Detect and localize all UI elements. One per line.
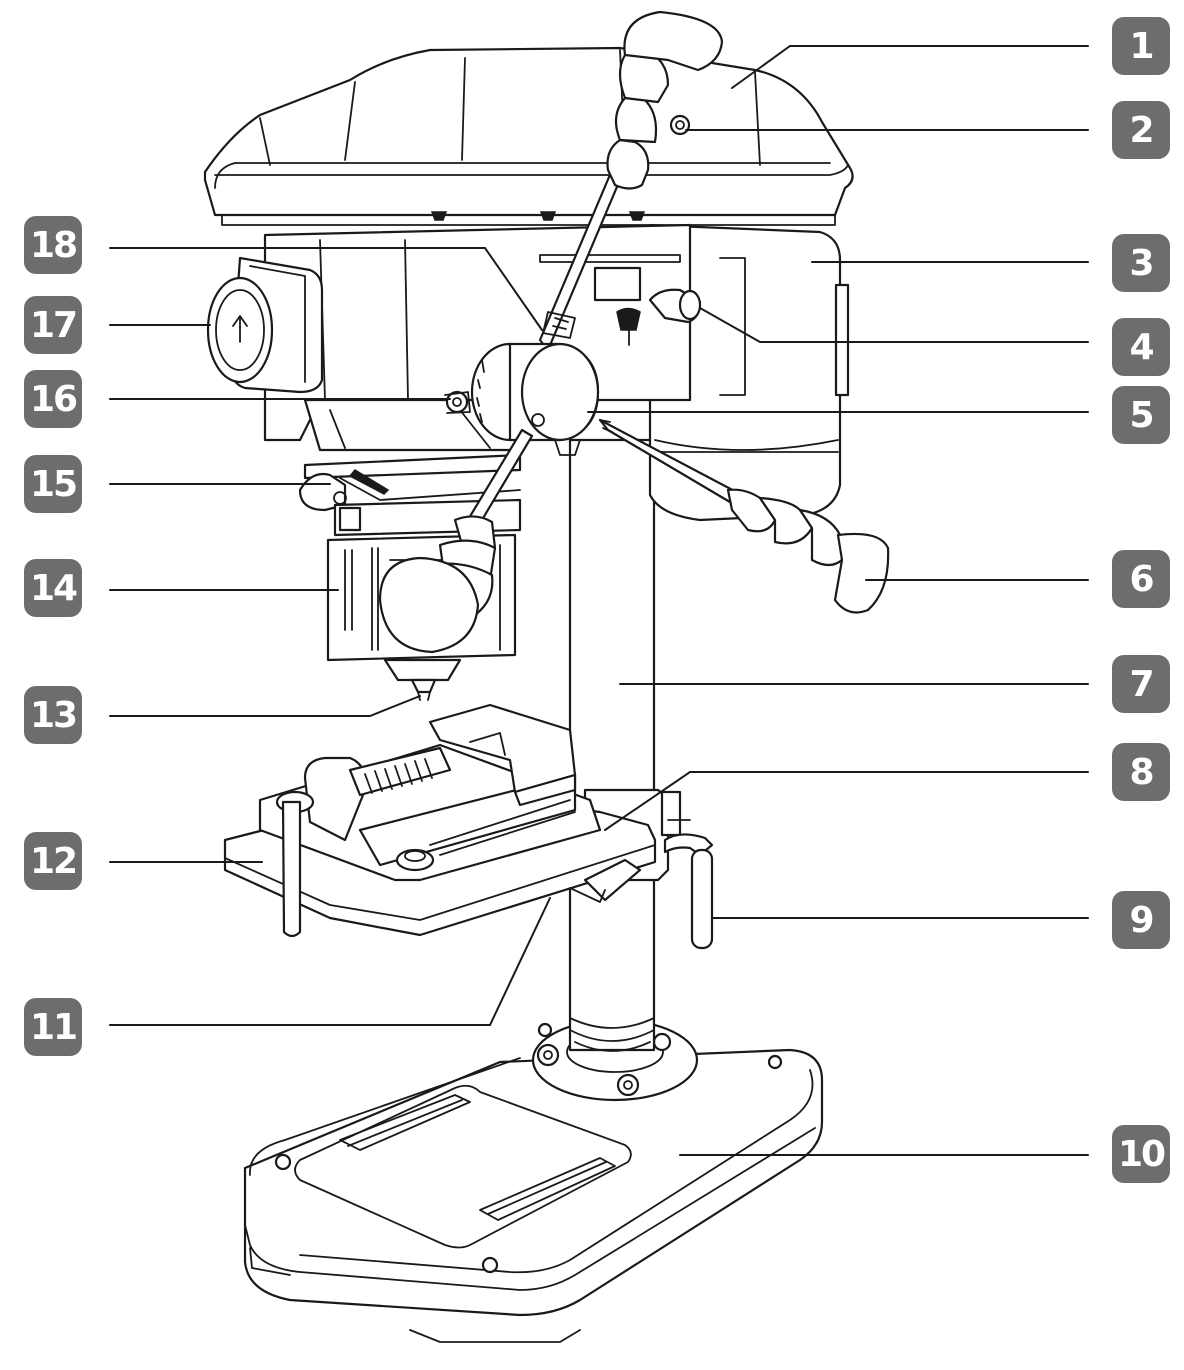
callout-11: 11 bbox=[24, 998, 82, 1056]
feed-hub bbox=[470, 342, 600, 456]
callout-4: 4 bbox=[1112, 318, 1170, 376]
callout-3: 3 bbox=[1112, 234, 1170, 292]
callout-12: 12 bbox=[24, 832, 82, 890]
spindle-nut bbox=[444, 390, 471, 414]
depth-gauge bbox=[298, 453, 522, 512]
power-switch bbox=[206, 256, 324, 394]
leader-4 bbox=[699, 307, 1089, 343]
belt-cover bbox=[203, 46, 854, 226]
feed-handle-upper bbox=[538, 10, 724, 352]
callout-16: 16 bbox=[24, 370, 82, 428]
callout-17: 17 bbox=[24, 296, 82, 354]
feed-handle-front bbox=[378, 428, 534, 654]
callout-14: 14 bbox=[24, 559, 82, 617]
callout-8: 8 bbox=[1112, 743, 1170, 801]
machine-vice bbox=[258, 703, 602, 938]
callout-7: 7 bbox=[1112, 655, 1170, 713]
feed-handle-right bbox=[598, 418, 890, 614]
drill-chuck bbox=[383, 658, 462, 701]
callout-18: 18 bbox=[24, 216, 82, 274]
leader-lines bbox=[109, 45, 1089, 1156]
leader-13 bbox=[109, 695, 421, 717]
callout-6: 6 bbox=[1112, 550, 1170, 608]
callout-13: 13 bbox=[24, 686, 82, 744]
leader-1 bbox=[731, 45, 1089, 89]
cover-knob bbox=[669, 114, 691, 136]
callout-2: 2 bbox=[1112, 101, 1170, 159]
callout-10: 10 bbox=[1112, 1125, 1170, 1183]
callout-9: 9 bbox=[1112, 891, 1170, 949]
callout-15: 15 bbox=[24, 455, 82, 513]
callout-5: 5 bbox=[1112, 386, 1170, 444]
leader-11 bbox=[109, 897, 551, 1026]
leader-18 bbox=[109, 247, 543, 331]
table-clamp-lever bbox=[663, 833, 714, 950]
callout-1: 1 bbox=[1112, 17, 1170, 75]
column bbox=[568, 438, 656, 1052]
leader-8 bbox=[604, 771, 1089, 831]
base-plate bbox=[243, 1022, 824, 1343]
